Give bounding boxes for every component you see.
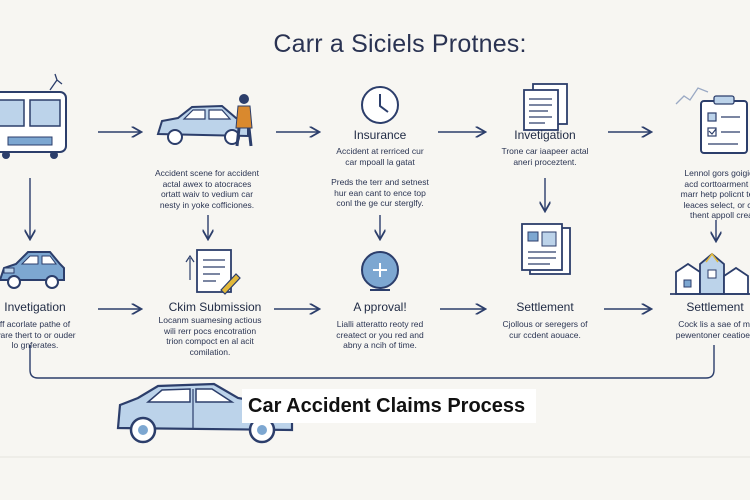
- title-banner: Car Accident Claims Process: [242, 389, 536, 423]
- insurance-label: Insurance: [353, 128, 407, 142]
- top-right-note: Lennol gors goigiow acd corttoarment ari…: [680, 168, 750, 220]
- car-icon: [156, 104, 249, 145]
- person-icon: [235, 94, 253, 147]
- insurance-desc: Accident at rerriced cur car mpoall la g…: [336, 146, 424, 167]
- approval-label: A pproval!: [353, 300, 407, 314]
- diagram-title: Carr a Siciels Protnes:: [273, 30, 527, 58]
- houses-icon: [670, 252, 750, 295]
- flow-arrows: [30, 132, 716, 379]
- car-icon: [0, 251, 65, 289]
- car-scene-note: Accident scene for accident actal awex t…: [155, 168, 259, 210]
- globe-icon: [361, 251, 399, 291]
- investigation-left-desc: ff acorlate pathe of ware thert to or ou…: [0, 319, 76, 350]
- investigation-desc: Trone car iaapeer actal aneri proceztent…: [501, 146, 589, 167]
- clock-icon: [361, 86, 399, 124]
- settlement-right-desc: Cock lis a sae of m pewentoner ceatioe: [675, 319, 750, 340]
- process-note: Preds the terr and setnest hur ean cant …: [331, 177, 429, 208]
- documents-icon: [523, 83, 568, 131]
- claim-submission-desc: Locanm suamesing actious wili rerr pocs …: [158, 315, 262, 357]
- checklist-icon: [675, 87, 748, 154]
- approval-desc: Lialli atteratto reoty red createct or y…: [336, 319, 424, 350]
- bus-icon: [0, 73, 67, 159]
- investigation-left-label: Invetigation: [4, 300, 66, 314]
- settlement-right-label: Settlement: [686, 300, 744, 314]
- claim-submission-label: Ckim Submission: [168, 300, 262, 314]
- settlement-mid-label: Settlement: [516, 300, 574, 314]
- settlement-mid-desc: Cjollous or seregers of cur ccdent aouac…: [502, 319, 588, 340]
- claim-form-icon: [185, 249, 241, 295]
- report-icon: [521, 223, 571, 275]
- investigation-label: Invetigation: [514, 128, 576, 142]
